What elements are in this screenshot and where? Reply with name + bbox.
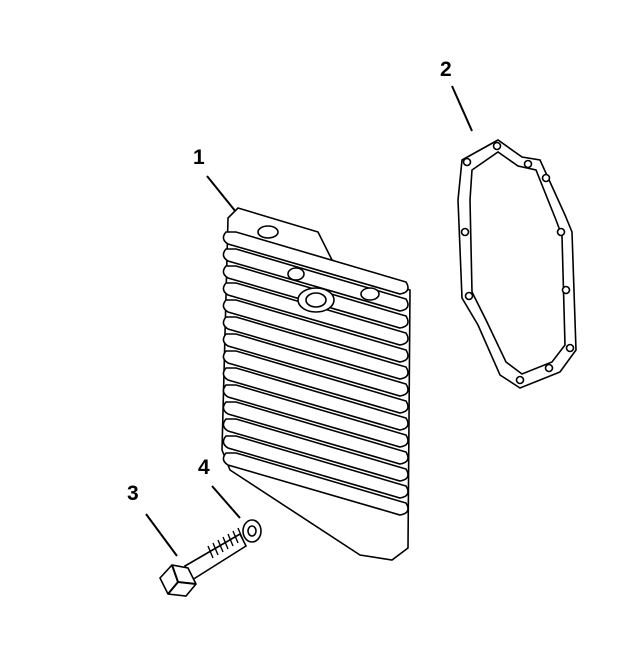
- gasket-bolt-hole: [544, 363, 554, 373]
- bolt-thread: [232, 530, 239, 544]
- gasket-bolt-hole: [523, 159, 533, 169]
- callout-1: 1: [193, 146, 205, 169]
- gasket-bolt-hole: [460, 227, 470, 237]
- cooling-fin: [222, 316, 409, 380]
- cooling-fin: [222, 384, 409, 448]
- bolt-thread: [237, 527, 244, 541]
- bolt-thread: [217, 539, 224, 553]
- cooling-fin: [222, 333, 409, 397]
- cooling-fin: [222, 282, 409, 346]
- cooling-fin: [222, 367, 409, 431]
- gasket-part: [457, 139, 577, 389]
- leader-line-1: [206, 175, 237, 213]
- gasket-bolt-hole: [492, 141, 502, 151]
- callout-4: 4: [198, 456, 210, 479]
- cooling-fin: [222, 418, 409, 482]
- leader-line-3: [145, 513, 178, 557]
- cooling-fin: [222, 401, 409, 465]
- cylinder-head-part: [221, 207, 411, 561]
- gasket-bolt-hole: [565, 343, 575, 353]
- gasket-bolt-hole: [515, 375, 525, 385]
- gasket-bolt-hole: [462, 157, 472, 167]
- callout-3: 3: [127, 482, 139, 505]
- cooling-fin: [222, 350, 409, 414]
- gasket-bolt-hole: [556, 227, 566, 237]
- callout-2: 2: [440, 58, 452, 81]
- bolt-thread: [207, 545, 214, 559]
- leader-line-4: [211, 485, 241, 519]
- cooling-fin: [222, 452, 409, 516]
- leader-line-2: [451, 85, 473, 132]
- cooling-fin: [222, 231, 409, 295]
- gasket-bolt-hole: [464, 291, 474, 301]
- gasket-bolt-hole: [541, 173, 551, 183]
- bolt-thread: [227, 533, 234, 547]
- cooling-fin: [222, 435, 409, 499]
- bolt-part: [159, 527, 248, 597]
- gasket-bolt-hole: [561, 285, 571, 295]
- bolt-thread: [222, 536, 229, 550]
- cooling-fin: [222, 299, 409, 363]
- washer-part: [242, 519, 262, 543]
- bolt-thread: [212, 542, 219, 556]
